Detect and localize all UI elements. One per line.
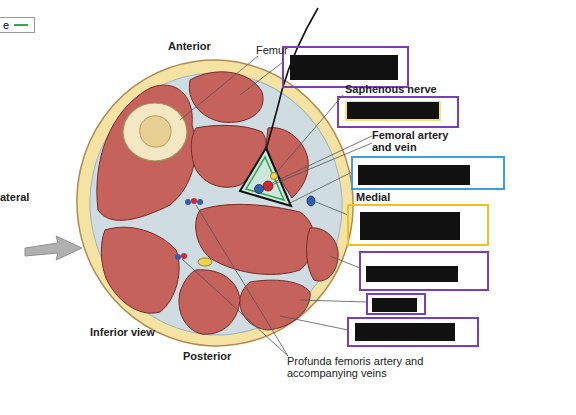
muscles bbox=[97, 72, 338, 334]
legend-line-sample bbox=[14, 24, 28, 26]
view-label: Inferior view bbox=[90, 326, 200, 338]
orientation-label: Posterior bbox=[183, 350, 263, 362]
muscle bbox=[189, 72, 263, 123]
redacted-boxes bbox=[283, 47, 504, 346]
structure-label: Femoral artery and vein bbox=[372, 129, 452, 153]
muscle bbox=[196, 204, 315, 274]
muscle bbox=[97, 85, 196, 220]
orientation-label: ateral bbox=[0, 191, 60, 203]
structure-label: Profunda femoris artery and accompanying… bbox=[287, 355, 457, 379]
muscle bbox=[240, 280, 310, 330]
deep-fascia bbox=[73, 57, 359, 352]
skin-layer bbox=[58, 42, 371, 364]
leader-lines bbox=[180, 56, 372, 356]
bone-marrow bbox=[140, 116, 171, 147]
structure-label: Femur bbox=[256, 44, 316, 56]
femur-bone bbox=[123, 103, 187, 161]
canal-outline bbox=[246, 157, 284, 200]
sciatic-nerve bbox=[198, 258, 212, 266]
view-arrow bbox=[25, 236, 82, 260]
legend-text: e bbox=[3, 19, 9, 31]
structure-label: Saphenous nerve bbox=[345, 83, 465, 95]
adductor-canal bbox=[240, 148, 291, 206]
legend-entry: e bbox=[3, 19, 28, 31]
profunda-vein bbox=[185, 199, 191, 205]
profunda-vein bbox=[197, 199, 203, 205]
muscle bbox=[101, 227, 179, 313]
vessel bbox=[181, 253, 187, 259]
saphenous-vein bbox=[307, 196, 315, 206]
orientation-label: Medial bbox=[356, 191, 416, 203]
orientation-label: Anterior bbox=[168, 40, 248, 52]
profunda-artery bbox=[191, 198, 197, 204]
muscle bbox=[179, 270, 240, 334]
vessel bbox=[175, 254, 181, 260]
muscle bbox=[307, 228, 339, 281]
saphenous-nerve bbox=[271, 173, 278, 180]
femoral-artery bbox=[263, 181, 273, 191]
legend: e bbox=[0, 17, 35, 33]
